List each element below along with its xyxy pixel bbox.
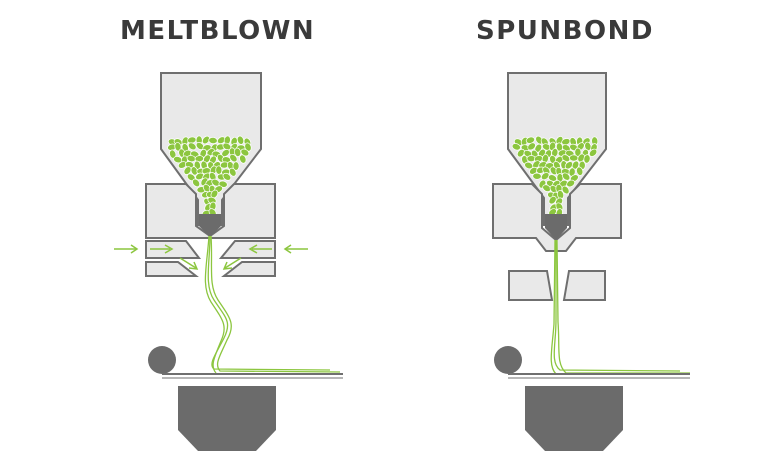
pellet <box>187 142 197 151</box>
meltblown-title: MELTBLOWN <box>120 16 316 46</box>
meltblown-air-plate-right-bottom <box>221 261 276 277</box>
pellet <box>195 172 205 181</box>
pellet <box>232 161 240 171</box>
pellet <box>583 154 591 164</box>
spunbond-draw-unit-right <box>562 270 606 301</box>
meltblown-die-block <box>145 183 276 239</box>
pellet <box>548 196 557 205</box>
meltblown-air-plate-right-top <box>218 240 276 259</box>
meltblown-collector <box>178 386 276 451</box>
pellet <box>540 172 550 181</box>
pellet <box>532 172 542 180</box>
spunbond-process <box>492 72 690 451</box>
meltblown-process <box>114 72 343 451</box>
pellet <box>208 137 218 144</box>
pellet <box>584 141 592 151</box>
pellet <box>228 167 237 177</box>
pellet <box>222 172 232 181</box>
pellet <box>516 148 525 158</box>
pellet <box>183 166 192 175</box>
pellet <box>576 166 584 176</box>
meltblown-air-arrow-right <box>222 244 308 270</box>
pellet <box>561 172 571 181</box>
spunbond-fibers <box>550 239 690 375</box>
meltblown-air-arrow-left <box>114 244 199 270</box>
pellet <box>511 143 521 151</box>
spunbond-die-block <box>492 183 622 252</box>
meltblown-nozzle <box>199 214 221 237</box>
spunbond-nozzle <box>545 214 567 240</box>
meltblown-air-plate-left-bottom <box>145 261 199 277</box>
pellet <box>202 135 210 145</box>
pellet <box>239 154 247 164</box>
meltblown-roller <box>148 346 176 374</box>
pellet <box>229 153 238 163</box>
pellet <box>192 178 201 188</box>
spunbond-title: SPUNBOND <box>476 16 654 46</box>
meltblown-pellets <box>167 135 252 230</box>
spunbond-roller <box>494 346 522 374</box>
pellet <box>527 142 536 151</box>
spunbond-draw-unit-left <box>508 270 554 301</box>
meltblown-fibers <box>204 235 341 374</box>
pellet <box>236 135 245 145</box>
pellet <box>569 154 579 162</box>
spunbond-collector <box>525 386 623 451</box>
pellet <box>244 142 252 152</box>
spunbond-pellets <box>511 135 599 229</box>
pellet <box>566 179 576 188</box>
